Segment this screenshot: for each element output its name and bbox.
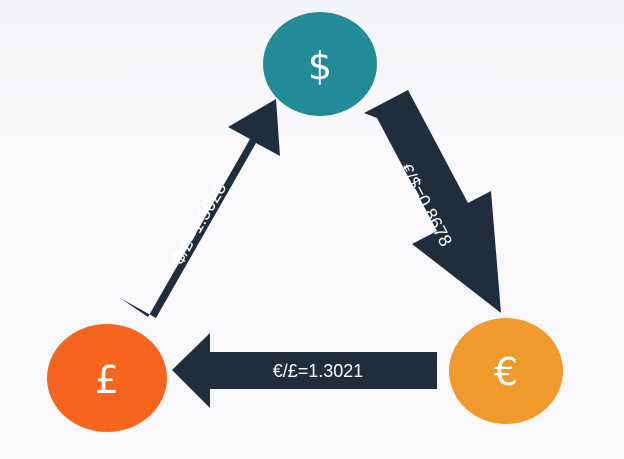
arrow-pound-to-dollar-label: $/£=1.5028	[168, 179, 231, 267]
arrow-dollar-to-euro-shape	[364, 90, 501, 313]
node-pound-circle	[47, 324, 167, 432]
node-euro-circle	[449, 318, 563, 424]
node-pound: £	[47, 324, 167, 432]
pound-symbol: £	[95, 358, 119, 402]
node-euro: €	[449, 318, 563, 424]
node-dollar: $	[263, 12, 377, 116]
arrow-euro-to-pound: €/£=1.3021	[172, 333, 437, 408]
arrow-pound-to-dollar-shape	[120, 99, 280, 318]
node-dollar-circle	[263, 12, 377, 116]
arrow-dollar-to-euro: €/$=0.8678	[364, 90, 501, 313]
arrow-euro-to-pound-label: €/£=1.3021	[273, 361, 364, 381]
arrow-euro-to-pound-shape	[172, 333, 437, 408]
euro-symbol: €	[494, 350, 518, 394]
arrow-pound-to-dollar: $/£=1.5028	[120, 99, 280, 318]
dollar-symbol: $	[308, 44, 332, 88]
